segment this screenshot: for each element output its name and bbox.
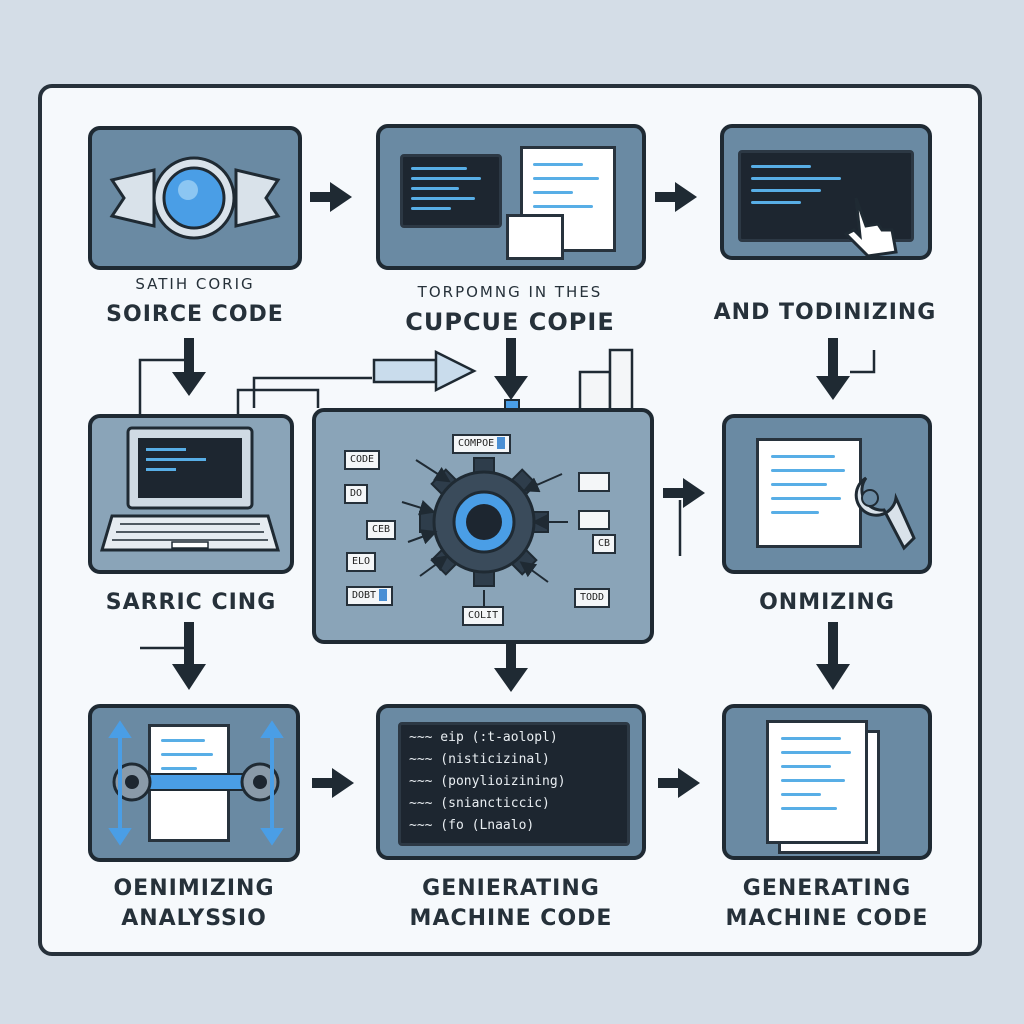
optimizing-label: ONMIZING [759, 590, 895, 615]
code-terminal: ~~~ eip (:t-aolopl) ~~~ (nisticizinal) ~… [398, 722, 630, 846]
gears-icon [108, 720, 284, 846]
arrow-analysis-to-generating [312, 768, 354, 798]
cupcue-small-label: TORPOMNG IN THES [417, 283, 603, 301]
center-bottom-tag: COLIT [462, 606, 505, 626]
cupcue-big-label: CUPCUE COPIE [405, 308, 615, 336]
code-line-3: ~~~ (ponylioizining) [409, 774, 566, 789]
arrow-optimizing-down [816, 622, 850, 690]
center-right-tag-3: CB [592, 534, 617, 554]
arrow-cupcue-to-tokenizing [655, 182, 697, 212]
source-small-label: SATIH CORIG [135, 275, 255, 293]
code-line-1: ~~~ eip (:t-aolopl) [409, 730, 558, 745]
center-right-tag-2 [578, 510, 610, 530]
code-line-2: ~~~ (nisticizinal) [409, 752, 550, 767]
node-analysis [88, 704, 300, 862]
tokenizing-label: AND TODINIZING [713, 300, 937, 325]
monitor-icon [400, 154, 502, 228]
center-left-tag-1: CODE [344, 450, 381, 470]
arrow-laptop-down [172, 622, 206, 690]
analysis-label-2: ANALYSSIO [121, 906, 267, 931]
arrow-laptop-to-center [372, 349, 477, 393]
node-cupcue [376, 124, 646, 270]
generating-right-label-2: MACHINE CODE [725, 906, 929, 931]
generating-mid-label-1: GENIERATING [422, 876, 600, 901]
center-left-tag-5: DOBT [346, 586, 394, 606]
center-left-tag-2: DO [344, 484, 369, 504]
terminal-icon [738, 150, 914, 242]
document-icon-small [506, 214, 564, 260]
gear-icon [401, 457, 568, 608]
wrench-icon [854, 476, 916, 551]
center-top-tag: COMPOE [452, 434, 512, 454]
center-left-tag-4: ELO [346, 552, 377, 572]
arrow-center-down [494, 644, 528, 692]
hand-pointer-icon [843, 197, 898, 256]
node-generating-mid: ~~~ eip (:t-aolopl) ~~~ (nisticizinal) ~… [376, 704, 646, 860]
arrow-tokenizing-down [816, 338, 850, 400]
node-source-code [88, 126, 302, 270]
node-laptop [88, 414, 294, 574]
generating-mid-label-2: MACHINE CODE [409, 906, 613, 931]
code-line-5: ~~~ (fo (Lnaalo) [409, 818, 535, 833]
node-tokenizing [720, 124, 932, 260]
source-big-label: SOIRCE CODE [106, 302, 284, 327]
generating-right-label-1: GENERATING [742, 876, 912, 901]
code-line-4: ~~~ (sniancticcic) [409, 796, 550, 811]
document-icon [756, 438, 862, 548]
arrow-center-to-optimizing [663, 478, 705, 508]
arrow-generating-to-generating [658, 768, 700, 798]
connector-icon [109, 156, 281, 240]
center-right-tag-4: TODD [574, 588, 611, 608]
node-optimizing [722, 414, 932, 574]
center-left-tag-3: CEB [366, 520, 397, 540]
arrow-source-down [172, 338, 206, 396]
laptop-label: SARRIC CING [105, 590, 277, 615]
laptop-icon [99, 426, 281, 552]
node-center-processor: COMPOE CODE DO CEB ELO DOBT CB TODD COLI… [312, 408, 654, 644]
center-right-tag-1 [578, 472, 610, 492]
arrow-cupcue-down [494, 338, 528, 400]
arrow-source-to-cupcue [310, 182, 352, 212]
document-icon [766, 720, 868, 844]
node-generating-right [722, 704, 932, 860]
analysis-label-1: OENIMIZING [113, 876, 275, 901]
